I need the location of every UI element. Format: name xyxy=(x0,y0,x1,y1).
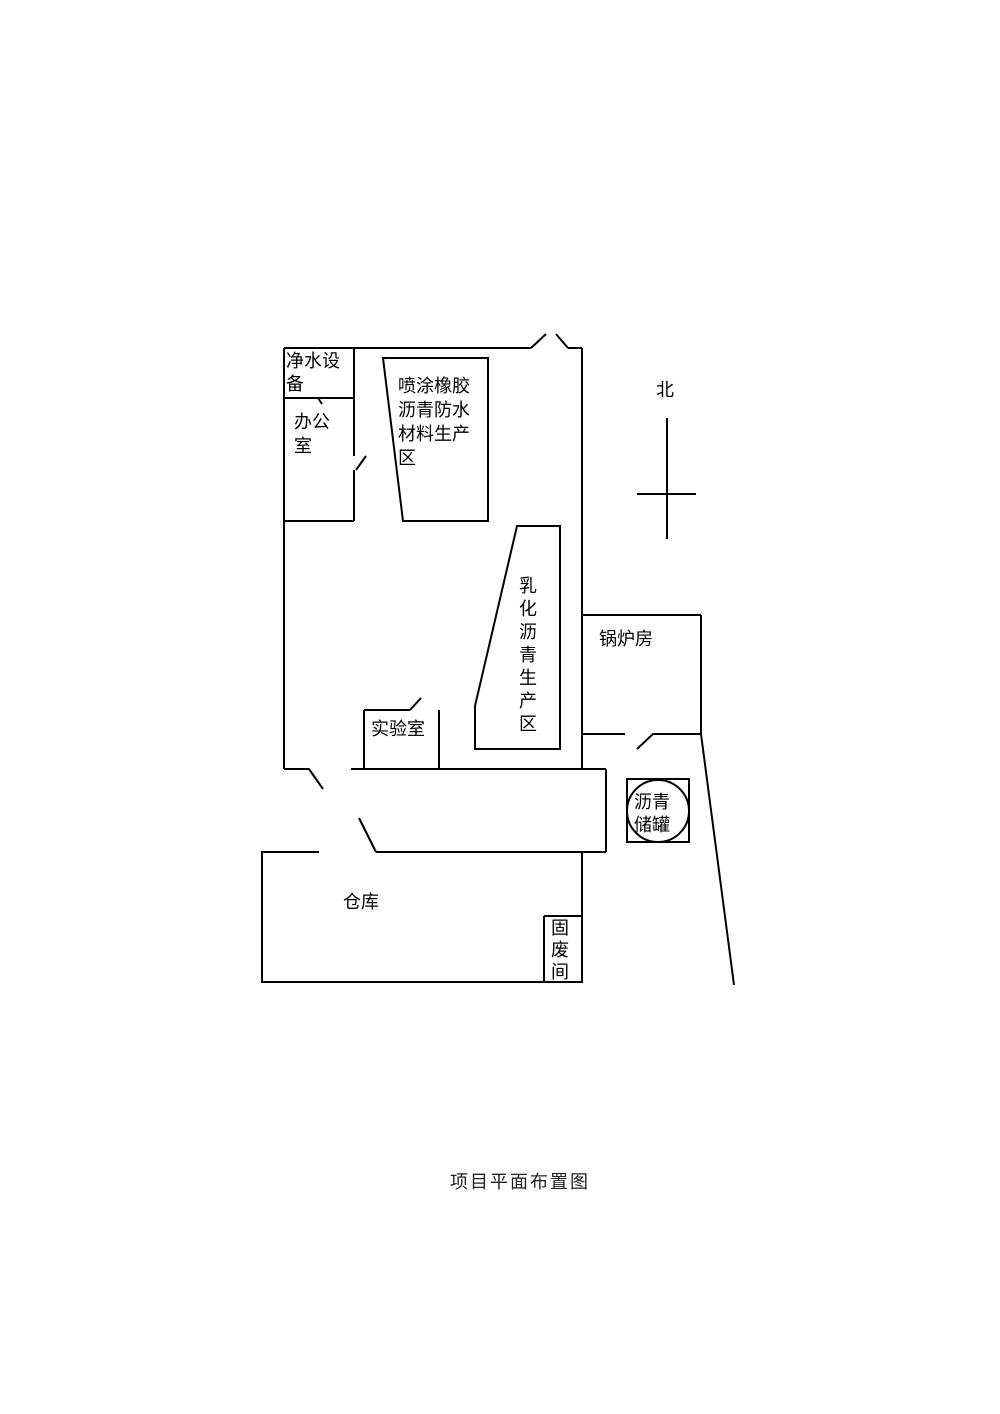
spray-zone-label-1: 喷涂橡胶 xyxy=(398,376,470,397)
north-arrow xyxy=(637,418,696,539)
spray-zone-label-4: 区 xyxy=(398,448,416,469)
main-building-outline xyxy=(283,333,606,790)
office-label-2: 室 xyxy=(294,436,312,457)
laboratory-label: 实验室 xyxy=(371,719,425,740)
solid-waste-label-3: 间 xyxy=(551,962,569,983)
emulsified-zone-label-6: 产 xyxy=(519,691,537,712)
emulsified-zone-label-4: 青 xyxy=(519,645,537,666)
figure-caption: 项目平面布置图 xyxy=(450,1172,590,1193)
office-room xyxy=(284,397,367,522)
solid-waste-label-1: 固 xyxy=(551,918,569,939)
site-boundary-line xyxy=(700,733,735,986)
emulsified-zone-label-3: 沥 xyxy=(519,622,537,643)
asphalt-tank-label-1: 沥青 xyxy=(634,792,670,813)
solid-waste-room xyxy=(543,915,582,982)
spray-zone-label-3: 材料生产 xyxy=(398,424,470,445)
laboratory-room xyxy=(363,697,440,769)
spray-rubber-zone-outline xyxy=(381,357,489,522)
water-equipment-label-2: 备 xyxy=(286,374,304,395)
warehouse-room xyxy=(261,851,583,983)
emulsified-zone-label-1: 乳 xyxy=(519,576,537,597)
asphalt-tank-label-2: 储罐 xyxy=(634,815,670,836)
emulsified-zone-label-2: 化 xyxy=(519,599,537,620)
asphalt-tank xyxy=(626,778,690,843)
boiler-room-label: 锅炉房 xyxy=(599,629,653,650)
emulsified-zone-label-7: 区 xyxy=(519,714,537,735)
north-label: 北 xyxy=(656,380,674,401)
office-label-1: 办公 xyxy=(294,412,330,433)
boiler-room xyxy=(582,614,702,750)
warehouse-label: 仓库 xyxy=(343,892,379,913)
water-equipment-label-1: 净水设 xyxy=(286,351,340,372)
emulsified-asphalt-zone-outline xyxy=(474,525,561,750)
corridor xyxy=(358,769,607,853)
spray-zone-label-2: 沥青防水 xyxy=(398,400,470,421)
emulsified-zone-label-5: 生 xyxy=(519,668,537,689)
solid-waste-label-2: 废 xyxy=(551,940,569,961)
